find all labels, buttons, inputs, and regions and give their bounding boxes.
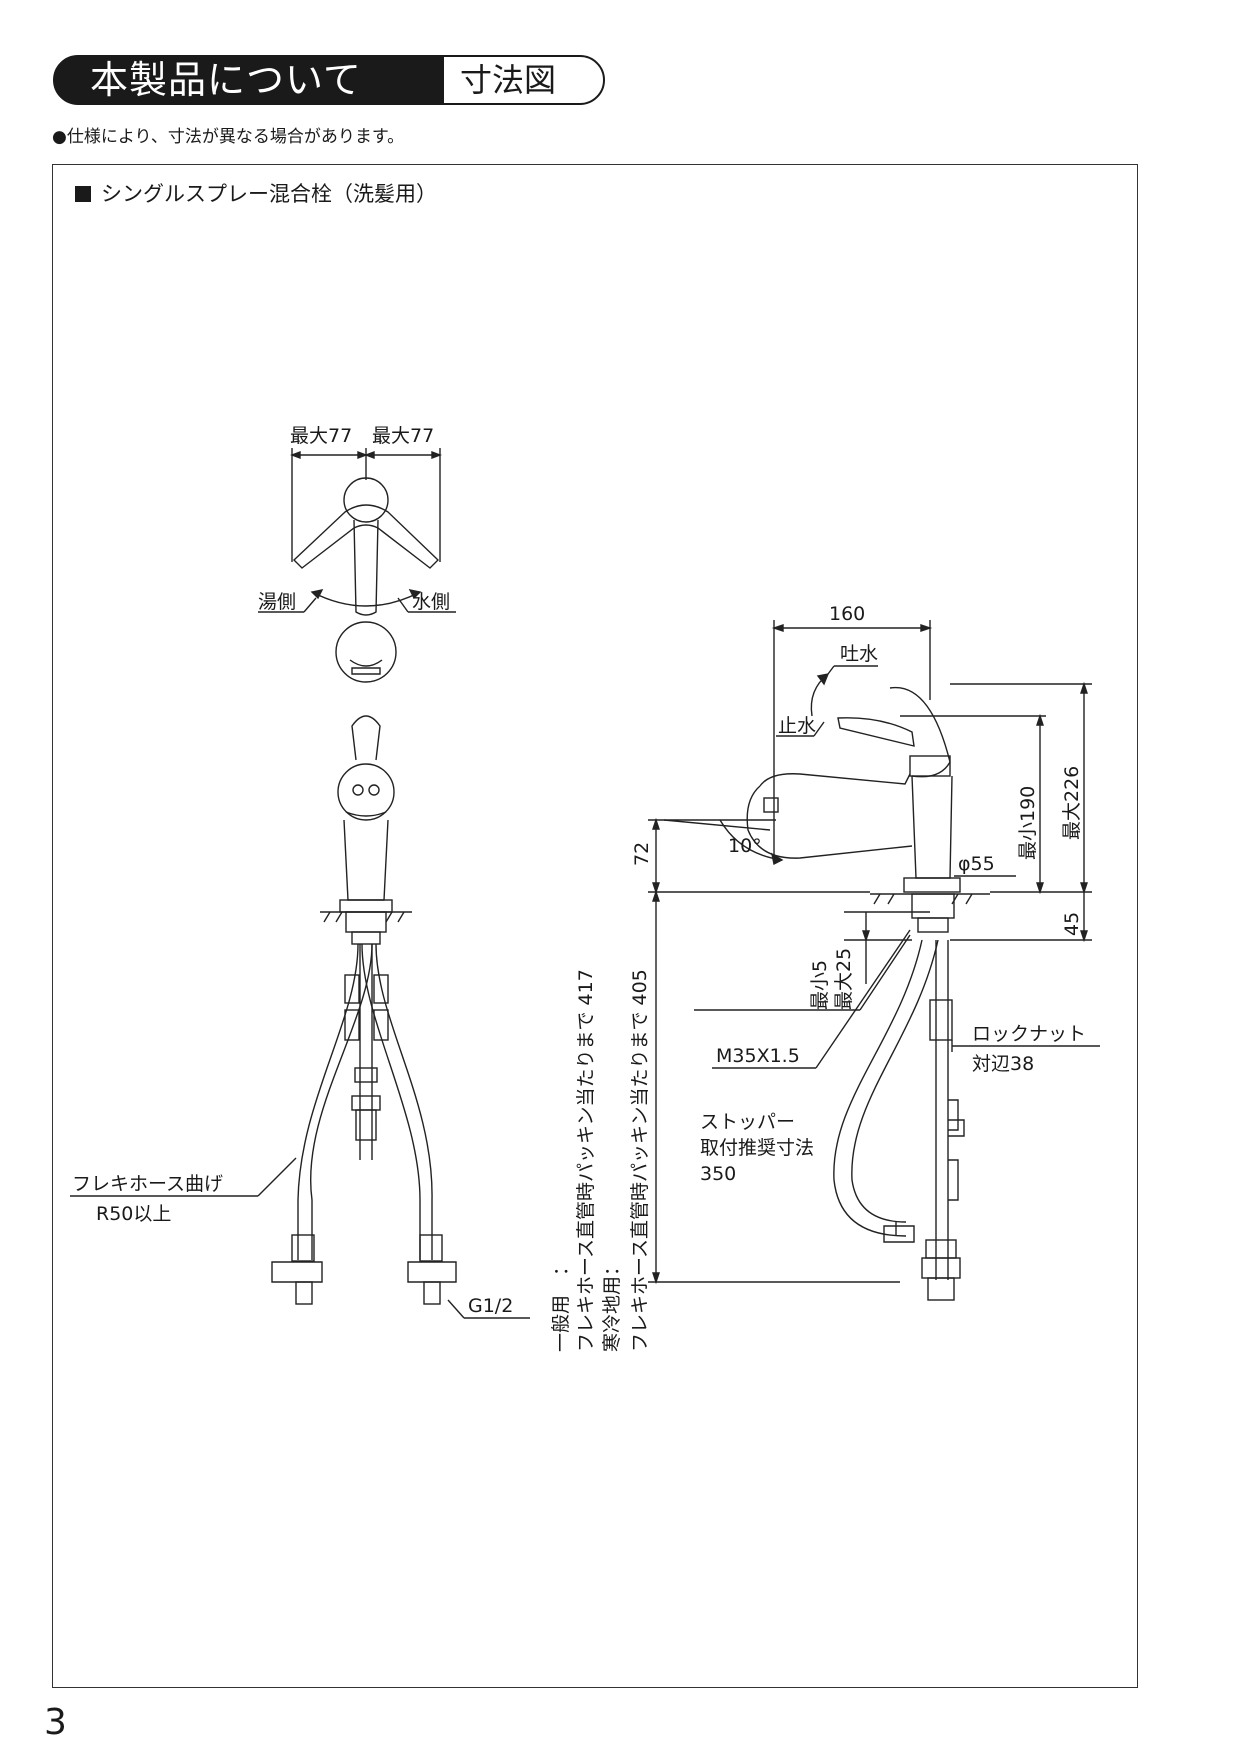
- width-160-label: 160: [829, 603, 865, 625]
- top-left-max-label: 最大77: [290, 425, 352, 447]
- page-number: 3: [44, 1702, 67, 1743]
- diameter-55-label: φ55: [958, 853, 995, 875]
- vertical-notes: 一般用 ： フレキホース直管時パッキン当たりまで 417 寒冷地用： フレキホー…: [550, 969, 651, 1352]
- hot-side-label: 湯側: [258, 591, 296, 613]
- header-tab-shape: [53, 55, 605, 105]
- square-bullet-icon: [75, 186, 91, 202]
- top-right-max-label: 最大77: [372, 425, 434, 447]
- front-view: [70, 715, 530, 1319]
- section-title: シングルスプレー混合栓（洗髪用）: [75, 180, 437, 208]
- hose-bend-radius-label: R50以上: [96, 1203, 171, 1225]
- general-use-text: フレキホース直管時パッキン当たりまで 417: [575, 969, 597, 1352]
- top-view: [258, 448, 456, 683]
- base-45-label: 45: [1061, 912, 1083, 936]
- cold-region-text: フレキホース直管時パッキン当たりまで 405: [629, 969, 651, 1352]
- hose-bend-label: フレキホース曲げ: [72, 1173, 223, 1195]
- min-5-label: 最小5: [809, 960, 831, 1010]
- stopper-label: ストッパー: [700, 1111, 795, 1133]
- section-title-text: シングルスプレー混合栓（洗髪用）: [101, 182, 437, 206]
- thread-g12-label: G1/2: [468, 1295, 513, 1317]
- max-226-label: 最大226: [1061, 766, 1083, 840]
- general-use-label: 一般用 ：: [550, 1257, 572, 1352]
- cold-region-label: 寒冷地用：: [601, 1257, 623, 1352]
- header-subtitle: 寸法図: [460, 61, 557, 99]
- angle-10-label: 10°: [728, 835, 762, 857]
- side-view-labels: 160 吐水 止水 10° 72 最小190 最大226 φ55 45 最小5 …: [631, 603, 1086, 1185]
- spout-water-label: 吐水: [840, 643, 878, 665]
- side-view: [648, 620, 1100, 1301]
- locknut-label: ロックナット: [972, 1023, 1086, 1045]
- stopper-350-label: 350: [700, 1163, 736, 1185]
- thread-m35-label: M35X1.5: [716, 1045, 800, 1067]
- diagram-frame: [52, 164, 1138, 1688]
- stopper-recommend-label: 取付推奨寸法: [700, 1137, 814, 1159]
- min-190-label: 最小190: [1017, 786, 1039, 860]
- cold-side-label: 水側: [412, 591, 450, 613]
- page-header: 本製品について 寸法図: [52, 54, 607, 106]
- max-25-label: 最大25: [833, 948, 855, 1010]
- header-title: 本製品について: [90, 58, 362, 102]
- spec-note: ●仕様により、寸法が異なる場合があります。: [52, 127, 405, 147]
- stop-water-label: 止水: [778, 715, 816, 737]
- locknut-size-label: 対辺38: [972, 1053, 1034, 1075]
- height-72-label: 72: [631, 842, 653, 866]
